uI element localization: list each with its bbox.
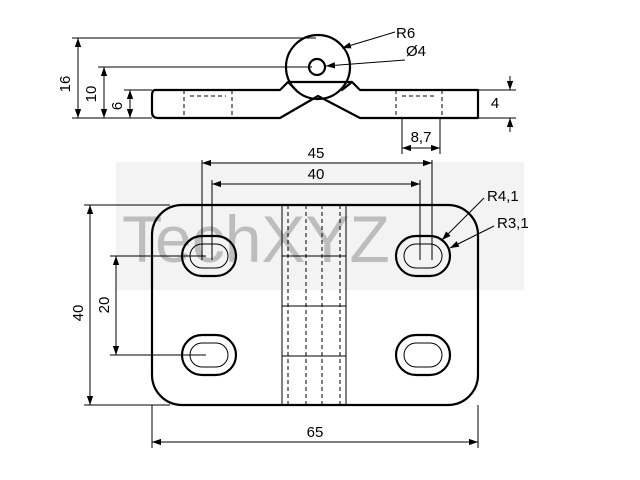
hidden-hole-left: [183, 90, 233, 118]
dim-slot-center-spacing: 40: [211, 166, 421, 260]
dim-slot-width: 8,7: [401, 118, 441, 154]
dim-r4-1-label: R4,1: [487, 188, 519, 205]
dim-plate-left: 6: [109, 89, 152, 118]
dim-row-spacing: 20: [96, 255, 206, 356]
dim-total-height: 16: [57, 37, 316, 119]
side-view: 16 10 6 4 8,7: [57, 25, 516, 154]
dim-height: 40: [70, 204, 170, 406]
dim-pin-center: 10: [83, 66, 312, 118]
dim-20-label: 20: [96, 297, 113, 314]
dim-r3-1-label: R3,1: [497, 215, 529, 232]
dim-16-label: 16: [57, 76, 74, 93]
top-view: 45 40 40 20 65: [70, 145, 529, 448]
slot-bottom-right: [394, 333, 452, 377]
dim-slot-inner-radius: R3,1: [449, 215, 529, 249]
dim-plate-right: 4: [478, 76, 516, 132]
hidden-hole-right: [395, 90, 443, 118]
watermark-text: TechXYZ: [122, 202, 390, 276]
dim-slot-outer-spacing: 45: [201, 145, 433, 260]
dim-6-label: 6: [109, 102, 126, 110]
dim-65-label: 65: [307, 424, 324, 441]
dim-width: 65: [151, 405, 479, 448]
dim-outer-radius: R6: [341, 25, 415, 49]
plate-outline: [150, 203, 480, 407]
dim-8-7-label: 8,7: [411, 129, 432, 146]
dim-40-vertical-label: 40: [70, 305, 87, 322]
dim-d4-label: Ø4: [406, 43, 426, 60]
knuckle-band: [281, 205, 347, 405]
dim-45-label: 45: [308, 145, 325, 162]
dim-r6-label: R6: [396, 25, 415, 42]
dim-slot-outer-radius: R4,1: [441, 188, 519, 241]
dim-4-label: 4: [491, 95, 499, 112]
knuckle-transition: [286, 80, 354, 92]
slot-top-right: [394, 234, 452, 278]
dim-10-label: 10: [83, 86, 100, 103]
side-profile: [150, 80, 480, 120]
dim-pin-diameter: Ø4: [325, 43, 426, 69]
dim-40-label: 40: [308, 166, 325, 183]
